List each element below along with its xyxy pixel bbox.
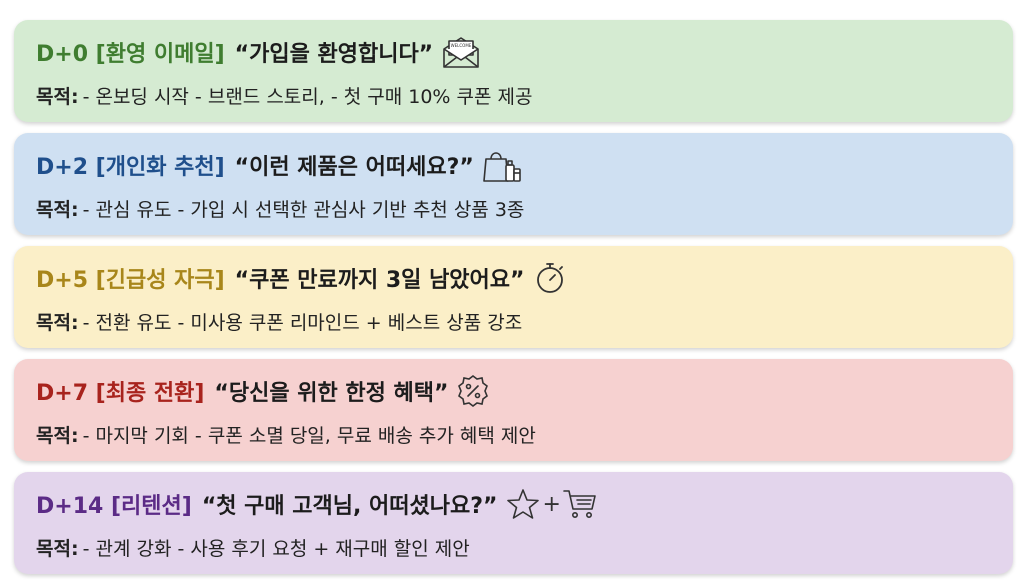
goal-text: - 온보딩 시작 - 브랜드 스토리, - 첫 구매 10% 쿠폰 제공 [82, 86, 533, 108]
card-title-row: D+14 [리텐션] “첫 구매 고객님, 어떠셨나요?” + [36, 484, 1013, 524]
card-title-row: D+5 [긴급성 자극] “쿠폰 만료까지 3일 남았어요” [36, 258, 1013, 298]
goal-label: 목적: [36, 86, 79, 108]
sequence-card-d5: D+5 [긴급성 자극] “쿠폰 만료까지 3일 남았어요” 목적:- 전환 유… [14, 246, 1013, 348]
card-headline: “당신을 위한 한정 혜택” [214, 381, 449, 406]
card-headline: “쿠폰 만료까지 3일 남았어요” [234, 268, 525, 293]
card-tag: D+0 [환영 이메일] [36, 42, 225, 67]
cart-icon [563, 490, 596, 518]
star-plus-cart-icon: + [505, 487, 597, 521]
plus-sign: + [542, 491, 561, 517]
goal-text: - 마지막 기회 - 쿠폰 소멸 당일, 무료 배송 추가 혜택 제안 [82, 425, 536, 447]
card-goal-row: 목적:- 마지막 기회 - 쿠폰 소멸 당일, 무료 배송 추가 혜택 제안 [36, 421, 1013, 448]
goal-text: - 관계 강화 - 사용 후기 요청 + 재구매 할인 제안 [82, 538, 470, 560]
sequence-card-d2: D+2 [개인화 추천] “이런 제품은 어떠세요?” 목적:- 관심 유도 -… [14, 133, 1013, 235]
goal-text: - 관심 유도 - 가입 시 선택한 관심사 기반 추천 상품 3종 [82, 199, 525, 221]
sequence-card-d7: D+7 [최종 전환] “당신을 위한 한정 혜택” 목적:- 마지막 기회 -… [14, 359, 1013, 461]
discount-badge-icon [456, 374, 490, 408]
card-tag: D+14 [리텐션] [36, 494, 192, 519]
card-title-row: D+7 [최종 전환] “당신을 위한 한정 혜택” [36, 371, 1013, 411]
card-headline: “가입을 환영합니다” [234, 42, 434, 67]
card-tag: D+5 [긴급성 자극] [36, 268, 225, 293]
goal-label: 목적: [36, 199, 79, 221]
goal-label: 목적: [36, 312, 79, 334]
card-title-row: D+2 [개인화 추천] “이런 제품은 어떠세요?” [36, 145, 1013, 185]
sequence-card-d14: D+14 [리텐션] “첫 구매 고객님, 어떠셨나요?” + 목적:- 관계 … [14, 472, 1013, 574]
card-tag: D+7 [최종 전환] [36, 381, 205, 406]
stopwatch-icon [533, 261, 567, 295]
star-icon [507, 489, 540, 519]
welcome-envelope-icon: WELCOME [441, 35, 481, 69]
goal-label: 목적: [36, 538, 79, 560]
sequence-card-d0: D+0 [환영 이메일] “가입을 환영합니다” WELCOME 목적:- 온보… [14, 20, 1013, 122]
goal-text: - 전환 유도 - 미사용 쿠폰 리마인드 + 베스트 상품 강조 [82, 312, 523, 334]
card-goal-row: 목적:- 관심 유도 - 가입 시 선택한 관심사 기반 추천 상품 3종 [36, 195, 1013, 222]
goal-label: 목적: [36, 425, 79, 447]
card-headline: “이런 제품은 어떠세요?” [234, 155, 474, 180]
email-sequence-stack: D+0 [환영 이메일] “가입을 환영합니다” WELCOME 목적:- 온보… [14, 20, 1013, 574]
card-goal-row: 목적:- 온보딩 시작 - 브랜드 스토리, - 첫 구매 10% 쿠폰 제공 [36, 82, 1013, 109]
card-headline: “첫 구매 고객님, 어떠셨나요?” [201, 494, 498, 519]
card-goal-row: 목적:- 전환 유도 - 미사용 쿠폰 리마인드 + 베스트 상품 강조 [36, 308, 1013, 335]
card-title-row: D+0 [환영 이메일] “가입을 환영합니다” WELCOME [36, 32, 1013, 72]
card-goal-row: 목적:- 관계 강화 - 사용 후기 요청 + 재구매 할인 제안 [36, 534, 1013, 561]
envelope-label: WELCOME [451, 43, 472, 48]
shopping-bag-icon [482, 147, 522, 183]
card-tag: D+2 [개인화 추천] [36, 155, 225, 180]
